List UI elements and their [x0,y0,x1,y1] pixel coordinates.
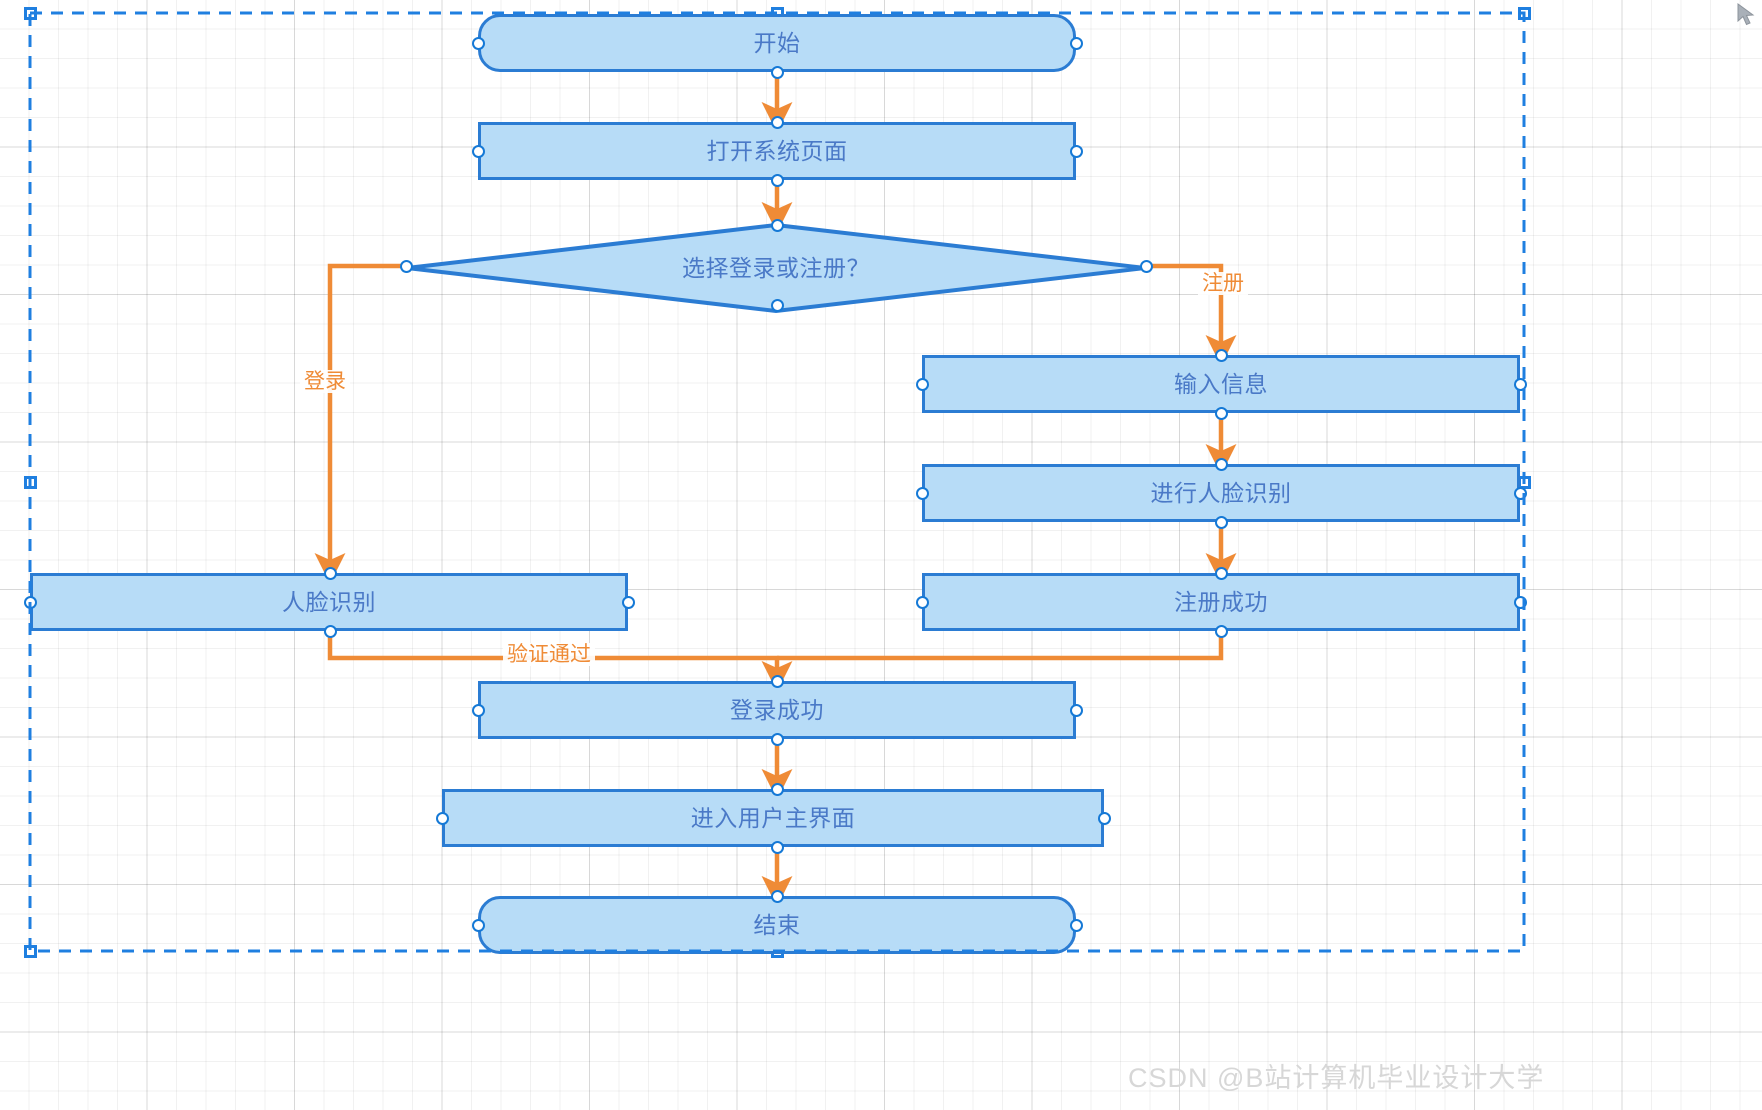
connection-point[interactable] [323,624,337,638]
node-end[interactable]: 结束 [478,896,1076,954]
connection-point[interactable] [1214,348,1228,362]
connection-point[interactable] [471,703,485,717]
connection-point[interactable] [1214,515,1228,529]
connection-point[interactable] [471,36,485,50]
node-open-system-page-label: 打开系统页面 [706,137,848,164]
connection-point[interactable] [435,811,449,825]
node-login-success-label: 登录成功 [730,696,824,723]
connection-point[interactable] [1139,259,1153,273]
connection-point[interactable] [471,144,485,158]
connection-point[interactable] [770,115,784,129]
connection-point[interactable] [915,595,929,609]
node-perform-face-recognition[interactable]: 进行人脸识别 [922,464,1520,522]
connection-point[interactable] [1513,595,1527,609]
edge-label-register: 注册 [1198,272,1248,295]
connection-point[interactable] [770,298,784,312]
node-input-information[interactable]: 输入信息 [922,355,1520,413]
connection-point[interactable] [770,732,784,746]
connection-point[interactable] [1214,566,1228,580]
connection-point[interactable] [1214,624,1228,638]
watermark-text: CSDN @B站计算机毕业设计大学 [1128,1063,1545,1093]
connection-point[interactable] [1069,703,1083,717]
connection-point[interactable] [770,173,784,187]
connection-point[interactable] [1069,144,1083,158]
connection-point[interactable] [1069,918,1083,932]
node-register-success-label: 注册成功 [1174,588,1268,615]
connection-point[interactable] [399,259,413,273]
node-login-success[interactable]: 登录成功 [478,681,1076,739]
connection-point[interactable] [471,918,485,932]
node-perform-face-recognition-label: 进行人脸识别 [1150,479,1292,506]
node-enter-user-main-interface[interactable]: 进入用户主界面 [442,789,1104,847]
mouse-cursor-icon [1737,3,1755,26]
node-open-system-page[interactable]: 打开系统页面 [478,122,1076,180]
connection-point[interactable] [621,595,635,609]
node-choose-login-or-register-label: 选择登录或注册？ [682,254,870,281]
connection-point[interactable] [770,782,784,796]
connection-point[interactable] [1069,36,1083,50]
connection-point[interactable] [1097,811,1111,825]
node-register-success[interactable]: 注册成功 [922,573,1520,631]
node-start-label: 开始 [753,29,801,56]
node-face-recognition-label: 人脸识别 [282,588,376,615]
node-enter-user-main-interface-label: 进入用户主界面 [690,804,856,831]
connection-point[interactable] [23,595,37,609]
connection-point[interactable] [1513,486,1527,500]
node-input-information-label: 输入信息 [1174,370,1268,397]
edge-label-verification-passed: 验证通过 [503,643,595,666]
connection-point[interactable] [1214,457,1228,471]
connection-point[interactable] [915,486,929,500]
node-start[interactable]: 开始 [478,14,1076,72]
connection-point[interactable] [1214,406,1228,420]
node-face-recognition[interactable]: 人脸识别 [30,573,628,631]
edge-label-login: 登录 [300,370,350,393]
connection-point[interactable] [770,674,784,688]
connection-point[interactable] [770,218,784,232]
node-end-label: 结束 [753,911,801,938]
connection-point[interactable] [323,566,337,580]
connection-point[interactable] [770,65,784,79]
connection-point[interactable] [770,889,784,903]
connection-point[interactable] [770,840,784,854]
connection-point[interactable] [915,377,929,391]
connection-point[interactable] [1513,377,1527,391]
